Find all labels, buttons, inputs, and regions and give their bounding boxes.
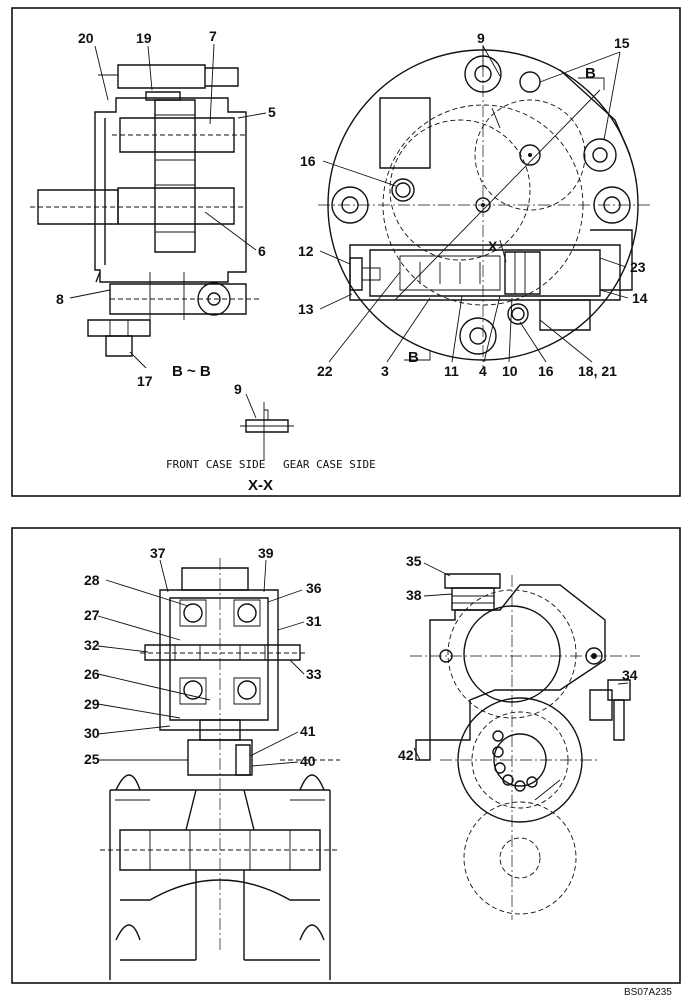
callout-13: 13 (298, 301, 314, 317)
detail-xx (240, 393, 294, 460)
bottom-right-leaders (413, 562, 629, 761)
callout-32: 32 (84, 637, 100, 653)
callout-15: 15 (614, 35, 630, 51)
callout-9-xx: 9 (234, 381, 242, 397)
callout-8: 8 (56, 291, 64, 307)
callout-25: 25 (84, 751, 100, 767)
callout-42: 42 (398, 747, 414, 763)
label-gear-case-side: GEAR CASE SIDE (283, 458, 376, 471)
callout-28: 28 (84, 572, 100, 588)
callout-39: 39 (258, 545, 274, 561)
callout-9: 9 (477, 30, 485, 46)
section-mark-x: X (488, 238, 498, 254)
callout-41: 41 (300, 723, 316, 739)
callout-29: 29 (84, 696, 100, 712)
bottom-panel-frame (11, 527, 681, 984)
front-view (318, 45, 650, 368)
callout-10: 10 (502, 363, 518, 379)
callout-38: 38 (406, 587, 422, 603)
callout-37: 37 (150, 545, 166, 561)
callout-17: 17 (137, 373, 153, 389)
callout-5: 5 (268, 104, 276, 120)
section-view (100, 558, 340, 980)
callout-6: 6 (258, 243, 266, 259)
callout-23: 23 (630, 259, 646, 275)
callout-35: 35 (406, 553, 422, 569)
callout-14: 14 (632, 290, 648, 306)
callout-36: 36 (306, 580, 322, 596)
section-mark-b-top: B (585, 65, 596, 82)
label-front-case-side: FRONT CASE SIDE (166, 458, 265, 471)
callout-11: 11 (444, 363, 459, 379)
callout-20: 20 (78, 30, 94, 46)
callout-30: 30 (84, 725, 100, 741)
callout-12: 12 (298, 243, 314, 259)
section-mark-b-bottom: B (408, 349, 419, 366)
callout-34: 34 (622, 667, 638, 683)
callout-18-21: 18, 21 (578, 363, 617, 379)
top-panel-frame (11, 7, 681, 497)
callout-33: 33 (306, 666, 322, 682)
callout-16-lower: 16 (538, 363, 554, 379)
view-caption-bb: B ~ B (172, 363, 211, 380)
callout-31: 31 (306, 613, 322, 629)
gear-view (410, 573, 640, 920)
top-leaders (69, 43, 629, 369)
side-view-bb (30, 64, 260, 357)
figure-code: BS07A235 (624, 987, 672, 998)
callout-7: 7 (209, 28, 217, 44)
view-caption-xx: X-X (248, 477, 273, 494)
callout-26: 26 (84, 666, 100, 682)
callout-16-upper: 16 (300, 153, 316, 169)
callout-27: 27 (84, 607, 100, 623)
callout-40: 40 (300, 753, 316, 769)
callout-19: 19 (136, 30, 152, 46)
bottom-left-leaders (97, 559, 305, 767)
callout-3: 3 (381, 363, 389, 379)
callout-22: 22 (317, 363, 333, 379)
callout-4: 4 (479, 363, 487, 379)
